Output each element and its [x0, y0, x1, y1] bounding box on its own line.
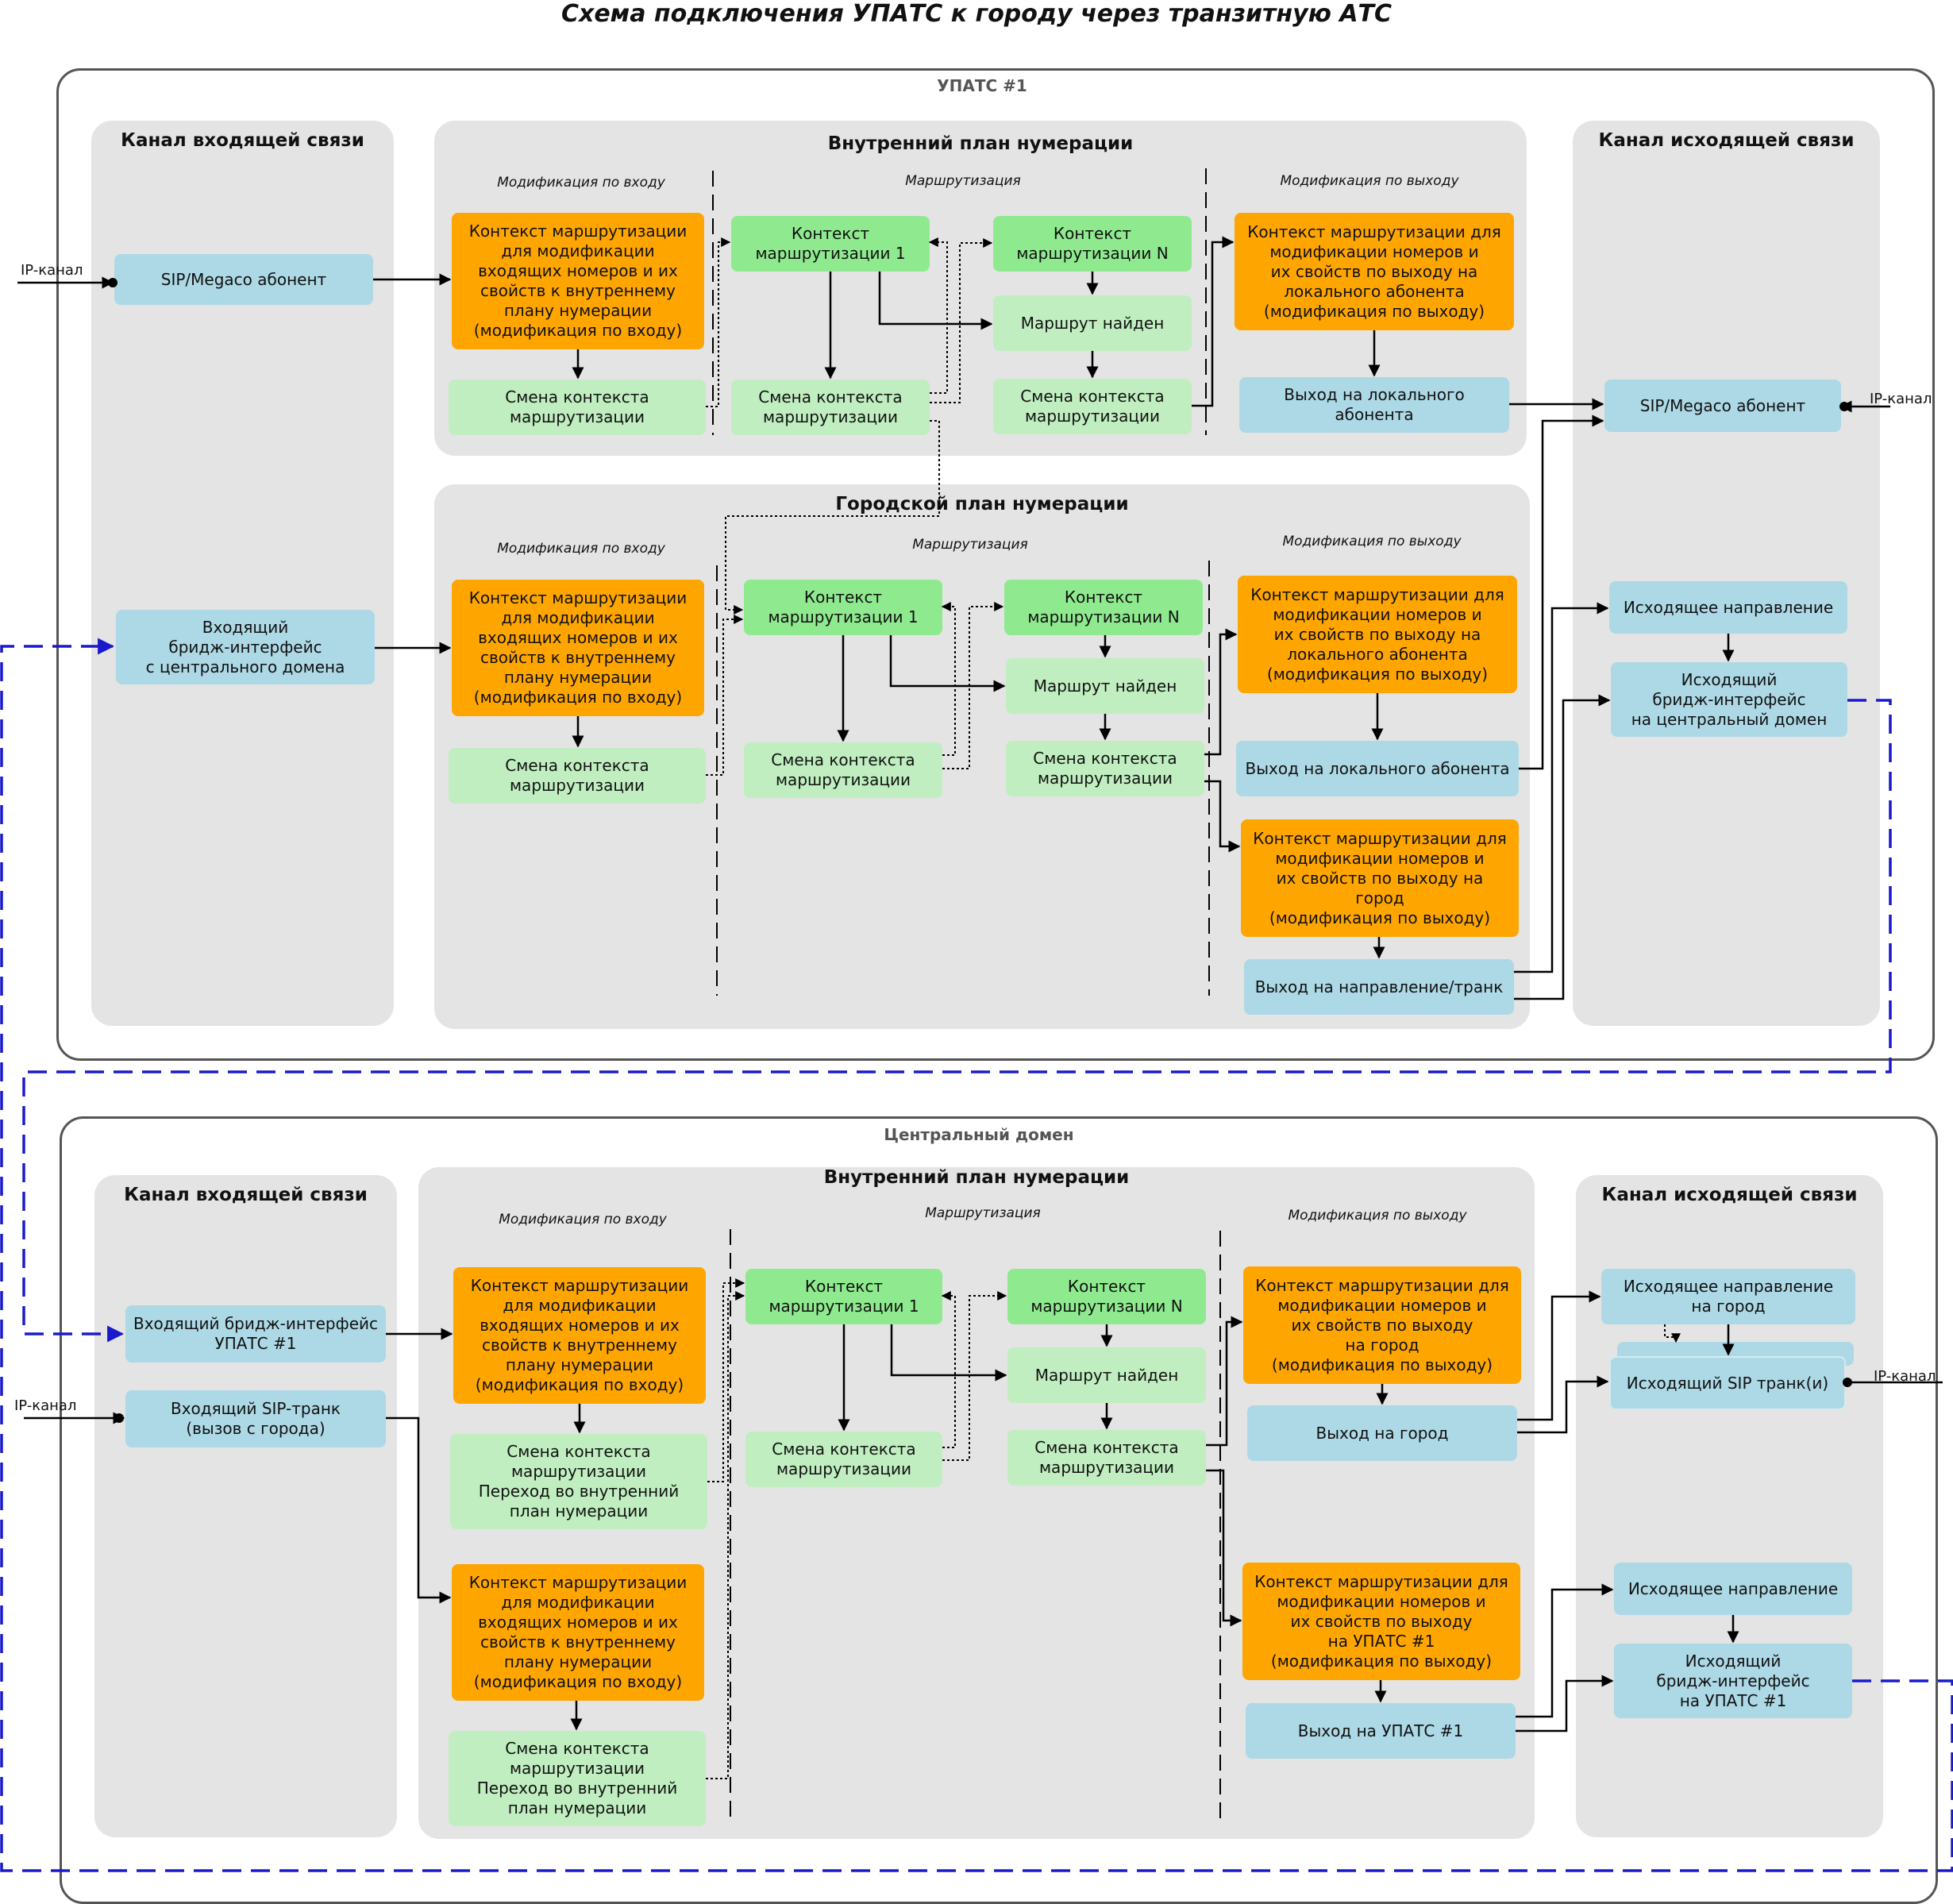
central-outgoing-sip-trunks[interactable]: Исходящий SIP транк(и) [1609, 1356, 1846, 1410]
central-internal-col-route: Маршрутизация [925, 1205, 1041, 1221]
pbx-city-ctx-n[interactable]: Контекст маршрутизации N [1004, 580, 1203, 635]
central-internal-plan-title: Внутренний план нумерации [823, 1167, 1130, 1188]
pbx-city-col-out: Модификация по выходу [1282, 534, 1462, 549]
central-incoming-title: Канал входящей связи [124, 1185, 368, 1205]
central-internal-switch-rn[interactable]: Смена контекста маршрутизации [1007, 1430, 1206, 1486]
central-internal-ctx-out-city[interactable]: Контекст маршрутизации для модификации н… [1243, 1266, 1521, 1384]
diagram-title: Схема подключения УПАТС к городу через т… [560, 0, 1393, 28]
central-internal-ctx-in-a[interactable]: Контекст маршрутизации для модификации в… [453, 1267, 706, 1404]
pbx-outgoing-ip-label: IP-канал [1870, 391, 1932, 407]
pbx-internal-col-out: Модификация по выходу [1280, 173, 1459, 189]
pbx-incoming-sip-subscriber[interactable]: SIP/Megaco абонент [114, 254, 373, 305]
pbx-internal-switch-rn[interactable]: Смена контекста маршрутизации [993, 379, 1192, 434]
pbx-outgoing-direction[interactable]: Исходящее направление [1609, 581, 1847, 634]
central-internal-ctx-1[interactable]: Контекст маршрутизации 1 [745, 1269, 942, 1324]
central-internal-col-in: Модификация по входу [499, 1212, 667, 1228]
pbx-incoming-title: Канал входящей связи [121, 130, 364, 151]
central-outgoing-ip-label: IP-канал [1874, 1368, 1936, 1385]
pbx-internal-switch-in[interactable]: Смена контекста маршрутизации [449, 380, 706, 435]
pbx-city-switch-r1[interactable]: Смена контекста маршрутизации [744, 742, 942, 798]
pbx-internal-switch-r1[interactable]: Смена контекста маршрутизации [731, 380, 930, 435]
pbx-outgoing-sip-subscriber[interactable]: SIP/Megaco абонент [1604, 380, 1841, 432]
central-incoming-sip-trunk[interactable]: Входящий SIP-транк (вызов с города) [125, 1390, 386, 1447]
central-internal-route-found[interactable]: Маршрут найден [1007, 1347, 1206, 1403]
pbx-city-route-found[interactable]: Маршрут найден [1006, 658, 1204, 714]
pbx-incoming-bridge[interactable]: Входящий бридж-интерфейс с центрального … [116, 610, 375, 684]
pbx-domain-label: УПАТС #1 [937, 76, 1027, 95]
pbx-city-ctx-out-local[interactable]: Контекст маршрутизации для модификации н… [1238, 576, 1517, 693]
pbx-internal-col-route: Маршрутизация [905, 173, 1021, 189]
pbx-internal-ctx-n[interactable]: Контекст маршрутизации N [993, 216, 1192, 272]
central-internal-col-out: Модификация по выходу [1288, 1208, 1467, 1224]
pbx-city-switch-in[interactable]: Смена контекста маршрутизации [449, 748, 706, 804]
pbx-internal-col-in: Модификация по входу [497, 175, 665, 191]
central-incoming-bridge[interactable]: Входящий бридж-интерфейс УПАТС #1 [125, 1305, 386, 1362]
central-internal-switch-r1[interactable]: Смена контекста маршрутизации [745, 1432, 942, 1487]
pbx-city-col-route: Маршрутизация [912, 537, 1028, 553]
pbx-city-ctx-1[interactable]: Контекст маршрутизации 1 [744, 580, 942, 635]
central-internal-switch-in-a[interactable]: Смена контекста маршрутизации Переход во… [450, 1434, 707, 1529]
central-incoming-ip-label: IP-канал [14, 1397, 77, 1414]
central-outgoing-direction-city[interactable]: Исходящее направление на город [1601, 1269, 1855, 1324]
pbx-outgoing-bridge[interactable]: Исходящий бридж-интерфейс на центральный… [1611, 662, 1847, 737]
pbx-city-exit-local[interactable]: Выход на локального абонента [1236, 741, 1519, 796]
pbx-internal-ctx-out[interactable]: Контекст маршрутизации для модификации н… [1235, 213, 1514, 330]
central-internal-switch-in-b[interactable]: Смена контекста маршрутизации Переход во… [449, 1731, 706, 1826]
pbx-internal-exit-local[interactable]: Выход на локального абонента [1239, 377, 1509, 433]
central-internal-ctx-n[interactable]: Контекст маршрутизации N [1007, 1269, 1206, 1324]
central-incoming-panel [94, 1175, 397, 1837]
pbx-outgoing-title: Канал исходящей связи [1598, 130, 1855, 151]
pbx-city-ctx-in[interactable]: Контекст маршрутизации для модификации в… [452, 580, 704, 716]
central-outgoing-direction[interactable]: Исходящее направление [1614, 1563, 1852, 1615]
pbx-internal-plan-title: Внутренний план нумерации [827, 133, 1134, 154]
pbx-internal-ctx-in[interactable]: Контекст маршрутизации для модификации в… [452, 213, 704, 349]
central-internal-ctx-in-b[interactable]: Контекст маршрутизации для модификации в… [452, 1564, 704, 1701]
central-internal-exit-pbx[interactable]: Выход на УПАТС #1 [1246, 1703, 1516, 1759]
pbx-city-exit-trunk[interactable]: Выход на направление/транк [1244, 959, 1514, 1015]
central-outgoing-title: Канал исходящей связи [1601, 1185, 1858, 1205]
central-outgoing-bridge[interactable]: Исходящий бридж-интерфейс на УПАТС #1 [1614, 1644, 1852, 1718]
central-internal-ctx-out-pbx[interactable]: Контекст маршрутизации для модификации н… [1242, 1563, 1520, 1680]
pbx-city-ctx-out-city[interactable]: Контекст маршрутизации для модификации н… [1241, 819, 1519, 937]
pbx-city-col-in: Модификация по входу [497, 541, 665, 557]
pbx-outgoing-panel [1573, 121, 1880, 1026]
pbx-incoming-ip-label: IP-канал [21, 262, 83, 279]
pbx-internal-route-found[interactable]: Маршрут найден [993, 295, 1192, 351]
pbx-city-switch-rn[interactable]: Смена контекста маршрутизации [1006, 741, 1204, 796]
central-internal-exit-city[interactable]: Выход на город [1247, 1405, 1517, 1461]
pbx-city-plan-title: Городской план нумерации [835, 494, 1129, 515]
central-domain-label: Центральный домен [884, 1125, 1074, 1144]
pbx-internal-ctx-1[interactable]: Контекст маршрутизации 1 [731, 216, 930, 272]
